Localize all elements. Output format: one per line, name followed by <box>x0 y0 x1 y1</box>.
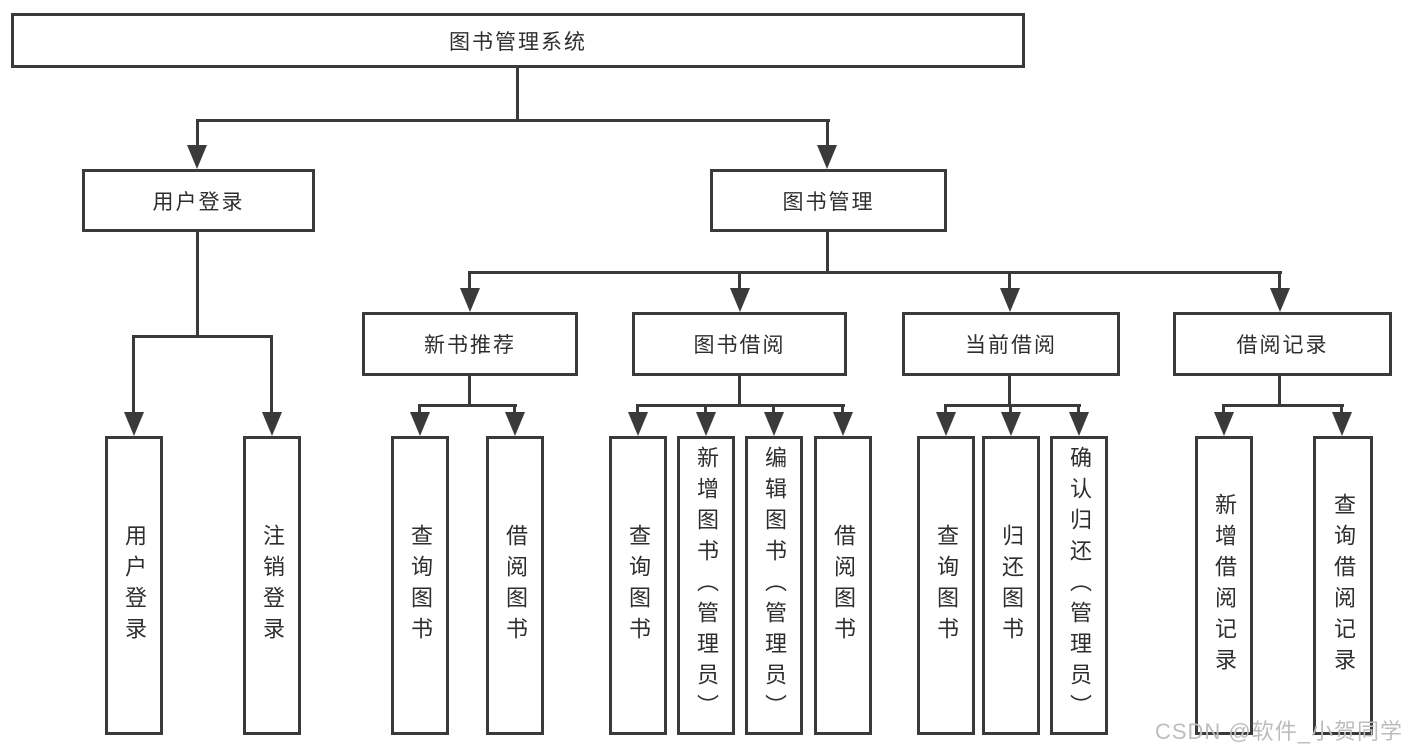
leaf-query-borrow-record: 查询借阅记录 <box>1313 436 1373 735</box>
leaf-label: 新增借阅记录 <box>1212 492 1237 679</box>
arrowhead-down <box>730 288 750 312</box>
connector-drop <box>772 404 775 416</box>
node-label: 借阅记录 <box>1236 334 1329 357</box>
connector-book-management-stem <box>826 232 829 273</box>
arrowhead-down <box>124 412 144 436</box>
connector-book-management-rail <box>468 271 1282 274</box>
leaf-label: 借阅图书 <box>831 523 856 648</box>
node-label: 图书管理系统 <box>449 30 587 54</box>
csdn-watermark: CSDN @软件_小贺同学 <box>1154 719 1403 744</box>
leaf-add-book-admin: 新增图书（管理员） <box>677 436 735 735</box>
connector-drop <box>1008 271 1011 291</box>
arrowhead-down <box>1214 412 1234 436</box>
connector-drop <box>1278 271 1281 291</box>
arrowhead-down <box>833 412 853 436</box>
connector-user-login-stem <box>196 232 199 336</box>
node-label: 新书推荐 <box>424 334 516 357</box>
leaf-label: 查询图书 <box>408 523 433 648</box>
connector-current-borrowing-stem <box>1008 376 1011 406</box>
connector-drop <box>826 119 829 149</box>
connector-drop <box>738 271 741 291</box>
connector-root-stem <box>516 68 519 120</box>
connector-drop <box>841 404 844 416</box>
leaf-label: 归还图书 <box>999 523 1024 648</box>
arrowhead-down <box>628 412 648 436</box>
connector-drop <box>513 404 516 416</box>
connector-drop <box>418 404 421 416</box>
connector-drop <box>196 119 199 149</box>
arrowhead-down <box>1000 288 1020 312</box>
arrowhead-down <box>262 412 282 436</box>
leaf-confirm-return-admin: 确认归还（管理员） <box>1050 436 1108 735</box>
connector-drop <box>1077 404 1080 416</box>
connector-new-book-stem <box>468 376 471 406</box>
arrowhead-down <box>936 412 956 436</box>
leaf-edit-book-admin: 编辑图书（管理员） <box>745 436 803 735</box>
node-label: 图书借阅 <box>693 334 786 357</box>
leaf-user-login: 用户登录 <box>105 436 163 735</box>
connector-book-borrowing-rail <box>636 404 845 407</box>
arrowhead-down <box>817 145 837 169</box>
node-label: 用户登录 <box>152 190 245 214</box>
connector-user-login-rail <box>132 335 273 338</box>
arrowhead-down <box>1069 412 1089 436</box>
arrowhead-down <box>1332 412 1352 436</box>
connector-drop <box>132 335 135 415</box>
connector-drop <box>636 404 639 416</box>
connector-root-rail <box>196 119 830 122</box>
leaf-query-books-current: 查询图书 <box>917 436 975 735</box>
node-book-management: 图书管理 <box>710 169 947 232</box>
node-library-management-system: 图书管理系统 <box>11 13 1025 68</box>
connector-drop <box>944 404 947 416</box>
connector-borrowing-records-stem <box>1278 376 1281 406</box>
leaf-borrow-books-recommend: 借阅图书 <box>486 436 544 735</box>
connector-new-book-rail <box>418 404 517 407</box>
arrowhead-down <box>1001 412 1021 436</box>
leaf-label: 查询图书 <box>626 523 651 648</box>
connector-drop <box>704 404 707 416</box>
node-user-login: 用户登录 <box>82 169 315 232</box>
leaf-logout: 注销登录 <box>243 436 301 735</box>
leaf-label: 查询借阅记录 <box>1331 492 1356 679</box>
leaf-borrow-books-borrowing: 借阅图书 <box>814 436 872 735</box>
leaf-label: 用户登录 <box>122 523 147 648</box>
leaf-label: 注销登录 <box>260 523 285 648</box>
arrowhead-down <box>410 412 430 436</box>
node-label: 图书管理 <box>782 190 875 214</box>
node-new-book-recommendation: 新书推荐 <box>362 312 578 376</box>
connector-borrowing-records-rail <box>1222 404 1344 407</box>
leaf-label: 确认归还（管理员） <box>1067 446 1092 725</box>
connector-drop <box>270 335 273 415</box>
leaf-return-books: 归还图书 <box>982 436 1040 735</box>
node-label: 当前借阅 <box>965 334 1057 357</box>
leaf-label: 借阅图书 <box>503 523 528 648</box>
leaf-query-books-recommend: 查询图书 <box>391 436 449 735</box>
arrowhead-down <box>1270 288 1290 312</box>
connector-drop <box>1009 404 1012 416</box>
connector-drop <box>1340 404 1343 416</box>
connector-drop <box>468 271 471 291</box>
arrowhead-down <box>460 288 480 312</box>
arrowhead-down <box>505 412 525 436</box>
arrowhead-down <box>187 145 207 169</box>
leaf-label: 编辑图书（管理员） <box>762 446 787 725</box>
arrowhead-down <box>764 412 784 436</box>
node-book-borrowing: 图书借阅 <box>632 312 847 376</box>
leaf-add-borrow-record: 新增借阅记录 <box>1195 436 1253 735</box>
connector-current-borrowing-rail <box>944 404 1081 407</box>
connector-drop <box>1222 404 1225 416</box>
leaf-query-books-borrowing: 查询图书 <box>609 436 667 735</box>
leaf-label: 查询图书 <box>934 523 959 648</box>
node-borrowing-records: 借阅记录 <box>1173 312 1392 376</box>
node-current-borrowing: 当前借阅 <box>902 312 1120 376</box>
leaf-label: 新增图书（管理员） <box>694 446 719 725</box>
connector-book-borrowing-stem <box>738 376 741 406</box>
arrowhead-down <box>696 412 716 436</box>
